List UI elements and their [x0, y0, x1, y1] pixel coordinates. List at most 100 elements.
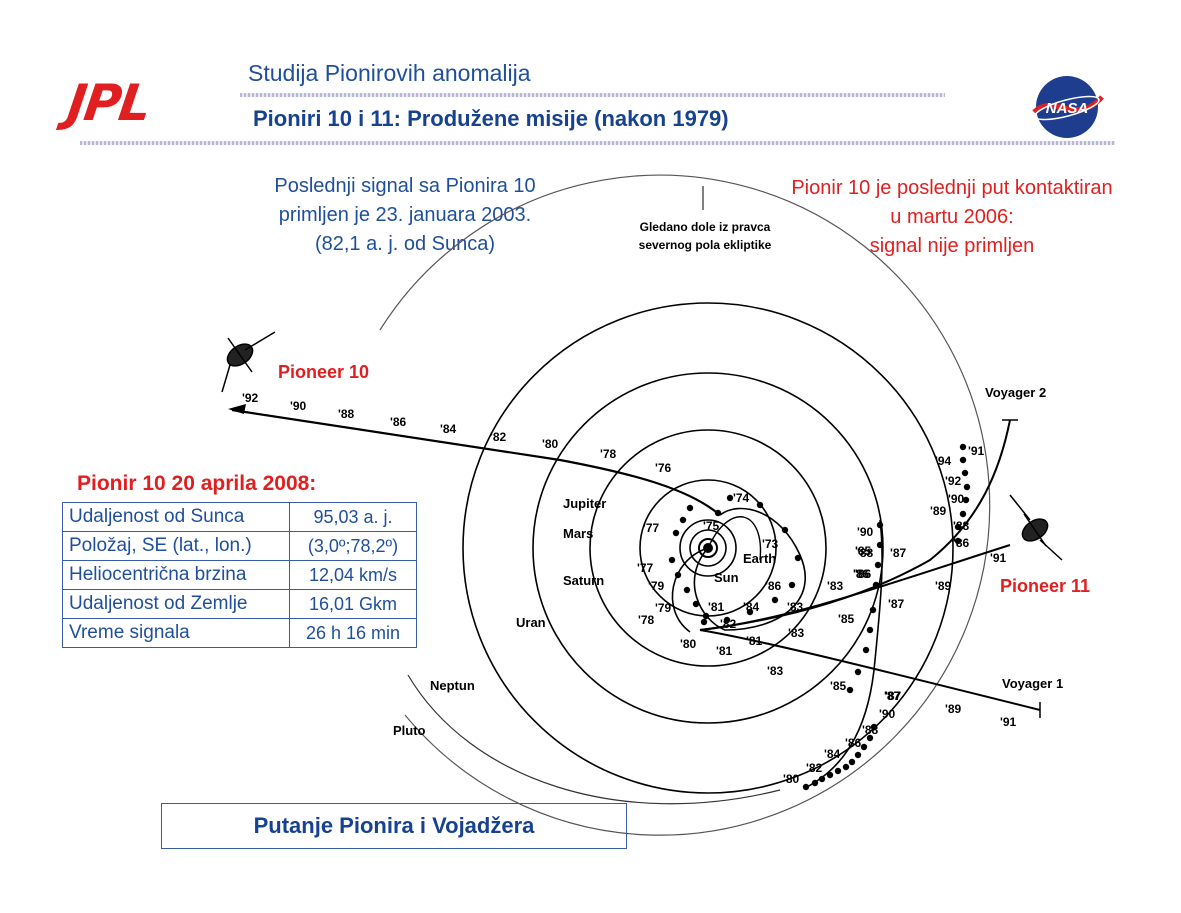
- voyager2-label: Voyager 2: [985, 385, 1046, 400]
- trajectory-dot: [959, 456, 967, 464]
- pioneer11-year-label: '90: [857, 525, 874, 539]
- uranus-label: Uran: [516, 615, 546, 630]
- inner-year-label: '79: [648, 579, 665, 593]
- table-cell-label: Položaj, SE (lat., lon.): [62, 531, 290, 561]
- pioneer10-year-label: '90: [290, 399, 307, 413]
- note-line: Poslednji signal sa Pionira 10: [274, 175, 536, 197]
- neptune-orbit: [462, 302, 954, 794]
- pioneer10-year-label: '78: [600, 447, 617, 461]
- trajectory-dot: [870, 723, 878, 731]
- trajectory-dot: [876, 541, 884, 549]
- header-kicker: Studija Pionirovih anomalija: [248, 60, 531, 86]
- pioneer11-year-label: '94: [935, 454, 952, 468]
- note-line: severnog pola ekliptike: [638, 238, 772, 252]
- pluto-path-year-label: '84: [824, 747, 841, 761]
- trajectory-dot: [674, 571, 682, 579]
- earth-label: Earth: [743, 551, 776, 566]
- trajectory-dot: [788, 581, 796, 589]
- inner-year-label: '83: [787, 600, 804, 614]
- view-note: Gledano dole iz pravca severnog pola ekl…: [615, 218, 795, 254]
- note-line: u martu 2006:: [890, 206, 1014, 228]
- last-signal-note: Poslednji signal sa Pionira 10 primljen …: [245, 172, 565, 259]
- saturn-label: Saturn: [563, 573, 604, 588]
- neptune-label: Neptun: [430, 678, 475, 693]
- trajectory-dot: [854, 751, 862, 759]
- trajectory-dot: [672, 529, 680, 537]
- table-cell-value: (3,0º;78,2º): [289, 531, 417, 561]
- voyager2-year-label: '85: [855, 544, 872, 558]
- trajectory-dot: [959, 510, 967, 518]
- table-title: Pionir 10 20 aprila 2008:: [77, 472, 317, 495]
- inner-year-label: '81: [716, 644, 733, 658]
- pioneer10-year-label: '88: [338, 407, 355, 421]
- trajectory-dot: [874, 561, 882, 569]
- trajectory-dot: [818, 775, 826, 783]
- pioneer10-year-label: '80: [542, 437, 559, 451]
- trajectory-dot: [726, 494, 734, 502]
- pioneer11-year-label: '90: [948, 492, 965, 506]
- nasa-logo-text: NASA: [1046, 100, 1089, 117]
- figure-caption: Putanje Pionira i Vojadžera: [161, 803, 627, 849]
- pioneer10-year-label: '86: [390, 415, 407, 429]
- trajectory-dot: [714, 509, 722, 517]
- trajectory-dot: [811, 779, 819, 787]
- jupiter-label: Jupiter: [563, 496, 606, 511]
- trajectory-dot: [746, 608, 754, 616]
- trajectory-dot: [683, 586, 691, 594]
- page-title: Pioniri 10 i 11: Produžene misije (nakon…: [253, 106, 729, 131]
- voyager2-year-label: '85: [838, 612, 855, 626]
- inner-year-label: '73: [762, 537, 779, 551]
- trajectory-dot: [723, 616, 731, 624]
- table-cell-label: Udaljenost od Zemlje: [62, 589, 290, 619]
- nasa-logo: NASA: [1030, 72, 1105, 142]
- trajectory-dot: [876, 521, 884, 529]
- trajectory-dot: [834, 767, 842, 775]
- outer-arc: [379, 174, 991, 836]
- trajectory-dot: [872, 581, 880, 589]
- table-cell-label: Vreme signala: [62, 618, 290, 648]
- trajectory-dot: [679, 516, 687, 524]
- pioneer10-path: [231, 408, 721, 516]
- trajectory-dot: [846, 686, 854, 694]
- trajectory-dot: [854, 668, 862, 676]
- note-line: (82,1 a. j. od Sunca): [314, 233, 496, 255]
- pioneer11-year-label: '86: [953, 536, 970, 550]
- voyager1-year-label: '83: [767, 664, 784, 678]
- table-cell-value: 95,03 a. j.: [289, 502, 417, 532]
- pluto-path-year-label: '82: [806, 761, 823, 775]
- pioneer11-year-label: '89: [930, 504, 947, 518]
- voyager1-year-label: '87: [885, 689, 902, 703]
- pioneer11-year-label: '88: [953, 519, 970, 533]
- voyager2-year-label: '87: [888, 597, 905, 611]
- pluto-path-year-label: '87: [884, 689, 901, 703]
- earth-orbit: [689, 529, 727, 567]
- trajectory-dot: [954, 523, 962, 531]
- note-line: primljen je 23. januara 2003.: [278, 204, 532, 226]
- trajectory-dot: [848, 758, 856, 766]
- table-cell-value: 12,04 km/s: [289, 560, 417, 590]
- pioneer10-year-label: '76: [655, 461, 672, 475]
- trajectory-dot: [826, 771, 834, 779]
- mars-label: Mars: [563, 526, 593, 541]
- last-contact-note: Pionir 10 je poslednji put kontaktiran u…: [752, 174, 1152, 261]
- inner-year-label: '84: [743, 600, 760, 614]
- voyager1-year-label: '91: [1000, 715, 1017, 729]
- saturn-orbit: [589, 429, 827, 667]
- trajectory-dot: [756, 501, 764, 509]
- note-line: Gledano dole iz pravca: [639, 220, 771, 234]
- trajectory-dot: [860, 743, 868, 751]
- title-divider: [80, 141, 1115, 145]
- trajectory-dot: [802, 783, 810, 791]
- pioneer11-year-label: '92: [945, 474, 962, 488]
- voyager1-year-label: '85: [830, 679, 847, 693]
- pioneer11-spacecraft-icon: [1009, 494, 1063, 561]
- pluto-path-year-label: '86: [845, 736, 862, 750]
- trajectory-dot: [862, 646, 870, 654]
- inner-year-label: '86: [765, 579, 782, 593]
